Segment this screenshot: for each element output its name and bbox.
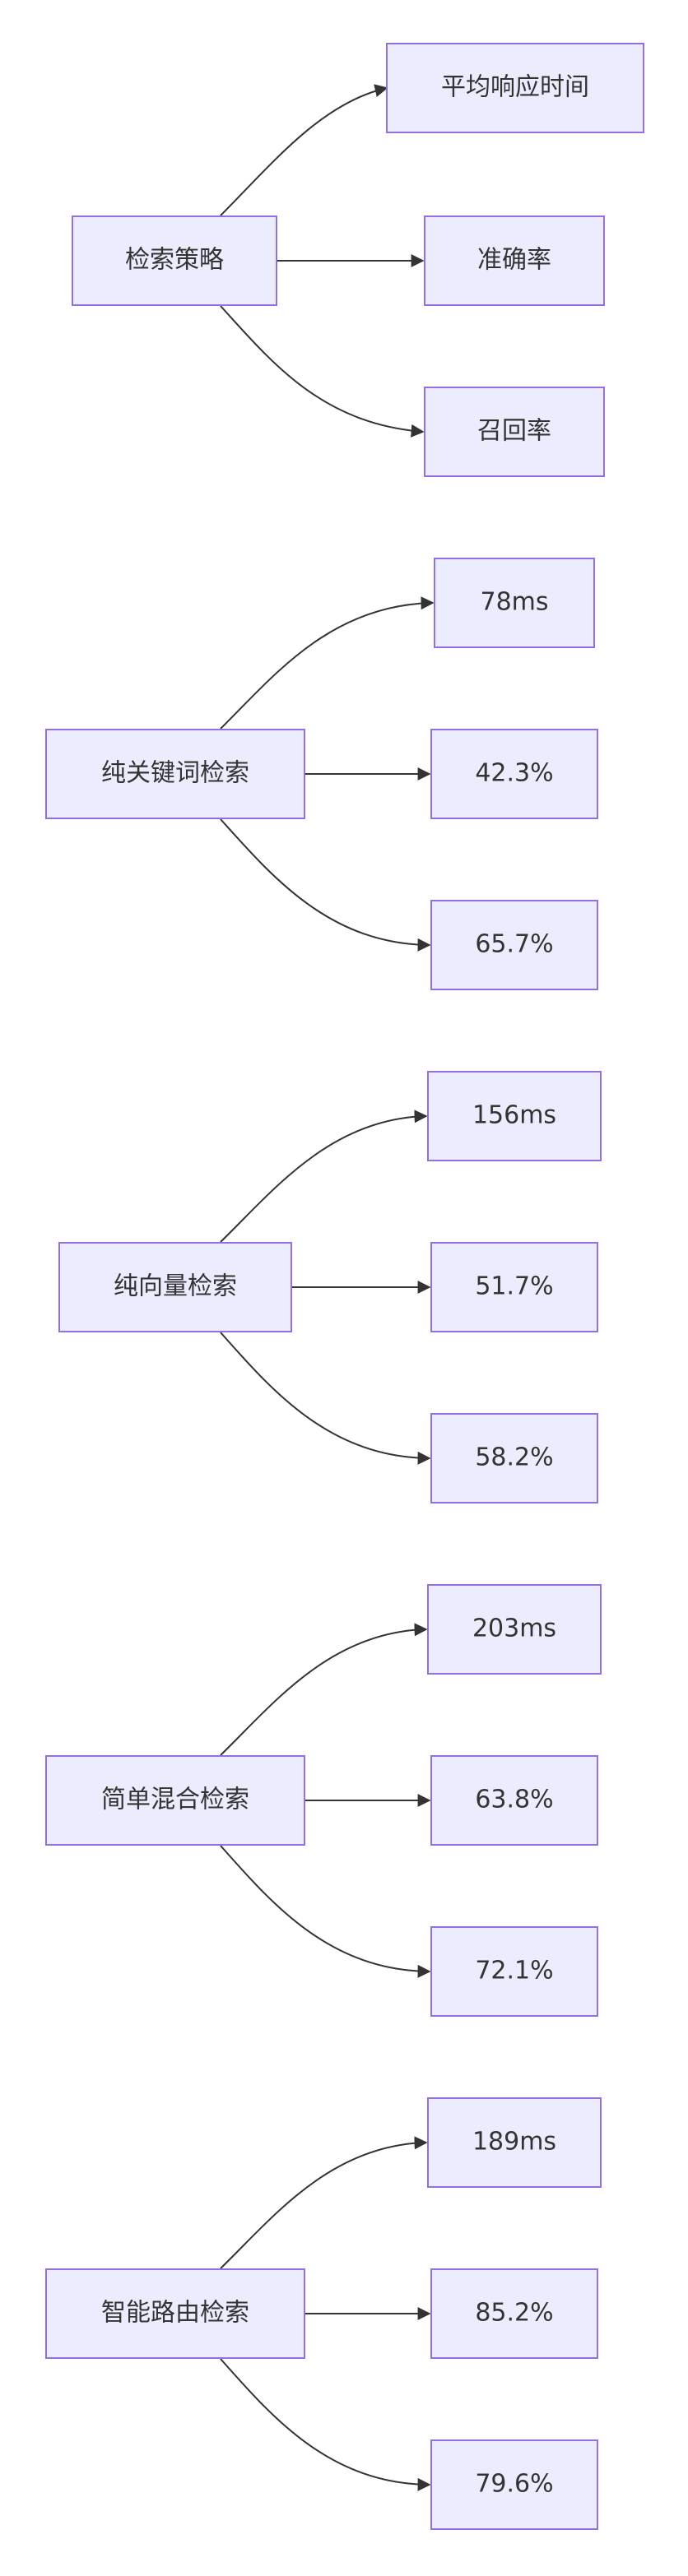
node-keyword-time: 78ms <box>434 558 595 648</box>
edge-hybrid-to-time <box>220 1623 428 1756</box>
edge-keyword-to-recall <box>220 818 431 952</box>
node-routing-time: 189ms <box>427 2097 602 2188</box>
group-hybrid-retrieval: 简单混合检索 203ms 63.8% 72.1% <box>45 1584 602 2017</box>
node-label: 召回率 <box>477 417 551 446</box>
node-accuracy: 准确率 <box>424 215 605 306</box>
edge-strategy-to-recall <box>220 305 425 438</box>
node-label: 检索策略 <box>125 246 224 275</box>
node-label: 42.3% <box>475 759 553 788</box>
group-smart-routing-retrieval: 智能路由检索 189ms 85.2% 79.6% <box>45 2097 602 2530</box>
node-label: 纯关键词检索 <box>101 759 249 788</box>
node-label: 63.8% <box>475 1786 553 1814</box>
node-hybrid-retrieval: 简单混合检索 <box>45 1755 305 1846</box>
node-label: 72.1% <box>475 1957 553 1985</box>
node-routing-recall: 79.6% <box>430 2439 598 2530</box>
node-keyword-retrieval: 纯关键词检索 <box>45 729 305 819</box>
node-keyword-accuracy: 42.3% <box>430 729 598 819</box>
node-label: 189ms <box>472 2128 556 2157</box>
node-label: 156ms <box>472 1101 556 1130</box>
node-label: 智能路由检索 <box>101 2299 249 2328</box>
edge-routing-to-time <box>220 2136 428 2269</box>
edge-routing-to-recall <box>220 2358 431 2491</box>
node-hybrid-recall: 72.1% <box>430 1926 598 2017</box>
node-label: 78ms <box>480 588 548 617</box>
node-vector-retrieval: 纯向量检索 <box>58 1242 292 1332</box>
node-vector-recall: 58.2% <box>430 1413 598 1503</box>
node-label: 85.2% <box>475 2299 553 2328</box>
node-label: 51.7% <box>475 1272 553 1301</box>
node-label: 58.2% <box>475 1443 553 1472</box>
node-smart-routing-retrieval: 智能路由检索 <box>45 2268 305 2359</box>
edge-vector-to-recall <box>220 1332 431 1465</box>
edge-hybrid-to-recall <box>220 1845 431 1978</box>
node-hybrid-accuracy: 63.8% <box>430 1755 598 1846</box>
node-avg-response-time: 平均响应时间 <box>386 43 644 133</box>
node-keyword-recall: 65.7% <box>430 900 598 990</box>
node-label: 简单混合检索 <box>101 1786 249 1814</box>
node-label: 准确率 <box>477 246 551 275</box>
node-label: 79.6% <box>475 2470 553 2499</box>
node-label: 65.7% <box>475 930 553 959</box>
node-label: 平均响应时间 <box>441 73 589 102</box>
edge-strategy-to-avg-response-time <box>220 84 388 216</box>
node-retrieval-strategy: 检索策略 <box>72 215 277 306</box>
node-routing-accuracy: 85.2% <box>430 2268 598 2359</box>
edge-vector-to-time <box>220 1110 428 1243</box>
group-vector-retrieval: 纯向量检索 156ms 51.7% 58.2% <box>58 1071 602 1503</box>
node-recall: 召回率 <box>424 387 605 477</box>
node-vector-accuracy: 51.7% <box>430 1242 598 1332</box>
node-vector-time: 156ms <box>427 1071 602 1161</box>
node-hybrid-time: 203ms <box>427 1584 602 1675</box>
group-keyword-retrieval: 纯关键词检索 78ms 42.3% 65.7% <box>45 558 598 990</box>
group-retrieval-strategy: 检索策略 平均响应时间 准确率 召回率 <box>72 43 644 477</box>
edge-keyword-to-time <box>220 596 435 730</box>
node-label: 203ms <box>472 1615 556 1643</box>
node-label: 纯向量检索 <box>114 1272 237 1301</box>
